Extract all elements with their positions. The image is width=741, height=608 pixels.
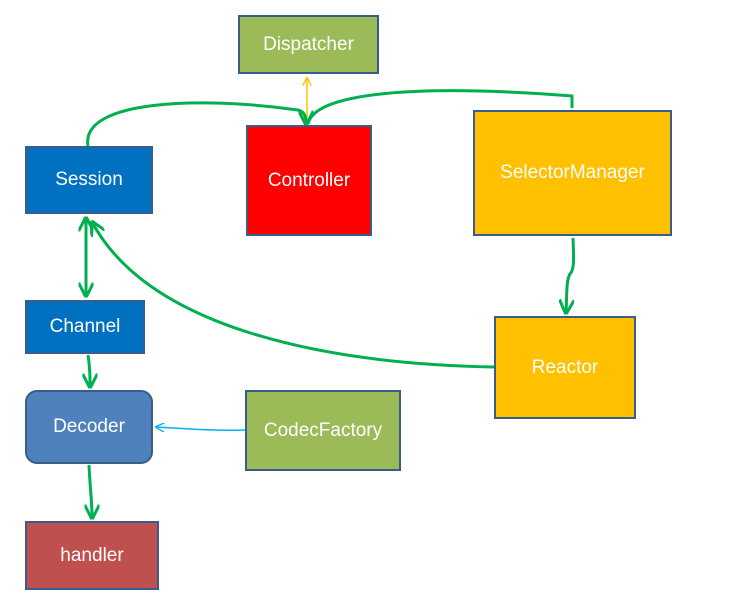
edge-session-controller (86, 101, 306, 147)
node-dispatcher-label: Dispatcher (263, 33, 354, 55)
edge-reactor-session (92, 222, 495, 369)
node-controller-label: Controller (267, 169, 351, 191)
node-channel-label: Channel (49, 316, 121, 337)
node-dispatcher: Dispatcher (238, 15, 379, 74)
edge-channel-decoder (88, 354, 90, 387)
edge-selector-reactor (566, 237, 576, 313)
node-handler: handler (25, 521, 159, 590)
node-reactor: Reactor (494, 316, 636, 419)
edge-controller-selector (306, 89, 574, 125)
node-session-label: Session (55, 169, 123, 190)
node-controller: Controller (246, 125, 372, 236)
node-codec-factory: CodecFactory (245, 390, 401, 471)
edge-codec-decoder (156, 427, 246, 430)
node-reactor-label: Reactor (531, 356, 599, 378)
edge-decoder-handler (89, 464, 92, 518)
node-handler-label: handler (60, 544, 124, 566)
node-decoder-label: Decoder (53, 416, 125, 437)
node-codec-factory-label: CodecFactory (263, 419, 383, 441)
node-decoder: Decoder (25, 390, 153, 464)
node-selector-manager-label: SelectorManager (500, 162, 645, 183)
node-session: Session (25, 146, 153, 214)
node-selector-manager: SelectorManager (473, 110, 672, 236)
node-channel: Channel (25, 300, 145, 354)
